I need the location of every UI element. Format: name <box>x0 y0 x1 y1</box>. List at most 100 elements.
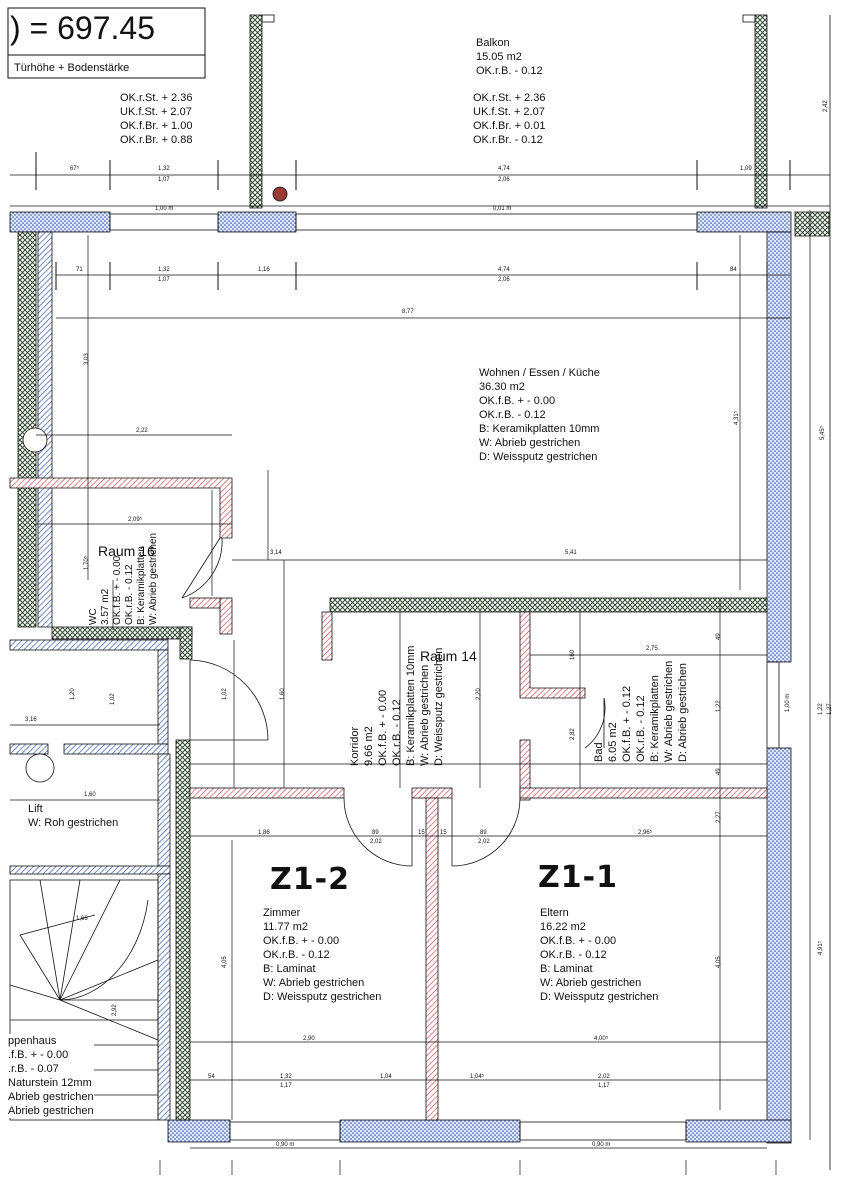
raum16-label: Raum 16 <box>98 543 155 559</box>
dimension-label: 1,04⁵ <box>470 1074 485 1080</box>
room-ceiling-finish: D: Weissputz gestrichen <box>433 647 445 766</box>
dimension-label: 4,31⁵ <box>734 410 740 425</box>
dimension-label: 3,14 <box>270 550 282 556</box>
dimension-label: 2,75 <box>646 646 658 652</box>
dimension-label: 2,22 <box>136 428 148 434</box>
room-ceiling-finish: Abrieb gestrichen <box>8 1105 94 1117</box>
room-bad-label: Bad 6.05 m2 OK.f.B. + - 0.12 OK.r.B. - 0… <box>592 661 690 762</box>
dimension-label: 0,90 m <box>592 1142 611 1148</box>
dimension-label: 2,06 <box>498 277 510 283</box>
room-wall-finish: W: Roh gestrichen <box>28 817 119 829</box>
room-area: 36.30 m2 <box>479 381 525 393</box>
room-name: Wohnen / Essen / Küche <box>479 367 600 379</box>
dimension-label: 1,07 <box>158 177 170 183</box>
room-floor-finish: B: Keramikplatten 10mm <box>405 645 417 766</box>
dimension-label: 4,74 <box>498 267 510 273</box>
room-lift-label: Lift W: Roh gestrichen <box>28 802 118 830</box>
dimension-label: 67⁵ <box>70 166 80 172</box>
dimension-label: 1,22 <box>818 703 824 715</box>
room-floor-finish: B: Keramikplatten 10mm <box>479 423 600 435</box>
dimension-label: 2,09⁵ <box>128 517 143 523</box>
dimension-label: 160 <box>570 649 576 660</box>
dimension-label: 1,70⁵ <box>84 555 90 570</box>
room-wc-label: WC 3.57 m2 OK.f.B. + - 0.00 OK.r.B. - 0.… <box>88 533 160 625</box>
dimension-label: 5,41 <box>565 550 577 556</box>
dimension-label: 2,82 <box>570 728 576 740</box>
room-wall-finish: W: Abrieb gestrichen <box>663 660 675 762</box>
dimension-label: 4,05 <box>222 956 228 968</box>
level-note: UK.f.St. + 2.07 <box>120 106 192 118</box>
room-area: 16.22 m2 <box>540 921 586 933</box>
room-floor-level: OK.f.B. + - 0.00 <box>263 935 340 947</box>
balkon-area: 15.05 m2 <box>476 51 522 63</box>
dimension-label: 49 <box>716 633 722 640</box>
dimension-label: 5,45⁵ <box>820 425 826 440</box>
dimension-label: 3,03 <box>84 353 90 365</box>
dimension-label: 2,96⁵ <box>638 830 653 836</box>
room-floor-finish: B: Keramikplatten <box>649 675 661 762</box>
dimension-label: 1,17 <box>280 1083 292 1089</box>
dimension-label: 1,22 <box>716 700 722 712</box>
room-ceiling-finish: D: Weissputz gestrichen <box>479 451 598 463</box>
room-name: ppenhaus <box>8 1035 57 1047</box>
handwritten-z11: Z1-1 <box>538 860 618 895</box>
room-wall-finish: W: Abrieb gestrichen <box>419 664 431 766</box>
level-note: UK.f.St. + 2.07 <box>473 106 545 118</box>
dimension-label: 15 <box>440 830 447 836</box>
dimension-label: 2,02 <box>598 1074 610 1080</box>
level-note: OK.r.St. + 2.36 <box>473 92 546 104</box>
room-area: 3.57 m2 <box>100 588 111 625</box>
room-floor-finish: B: Laminat <box>540 963 593 975</box>
room-floor-level: OK.f.B. + - 0.00 <box>540 935 617 947</box>
dimension-label: 2,92 <box>112 1004 118 1016</box>
balkon-level: OK.r.B. - 0.12 <box>476 65 543 77</box>
room-name: Zimmer <box>263 907 301 919</box>
room-ceiling-finish: D: Weissputz gestrichen <box>263 991 382 1003</box>
room-rough-level: OK.r.B. - 0.12 <box>635 695 647 762</box>
room-floor-level: OK.f.B. + - 0.12 <box>621 685 633 762</box>
room-area: 6.05 m2 <box>607 722 619 762</box>
balkon-name: Balkon <box>476 37 510 49</box>
dimension-label: 4,74 <box>498 166 510 172</box>
level-note: OK.f.Br. + 1.00 <box>120 120 193 132</box>
dimension-label: 1,16 <box>258 267 270 273</box>
room-rough-level: OK.r.B. - 0.12 <box>263 949 330 961</box>
dimension-label: 1,60 <box>280 688 286 700</box>
room-floor-level: OK.f.B. + - 0.00 <box>479 395 556 407</box>
balkon-levels: OK.r.St. + 2.36 UK.f.St. + 2.07 OK.f.Br.… <box>473 91 545 147</box>
dimension-label: 1,20 <box>70 688 76 700</box>
room-wall-finish: W: Abrieb gestrichen <box>540 977 642 989</box>
dimension-label: 0,01 m <box>493 206 512 212</box>
room-wall-finish: W: Abrieb gestrichen <box>479 437 581 449</box>
elevation-title: ) = 697.45 <box>10 10 155 46</box>
room-ceiling-finish: D: Abrieb gestrichen <box>677 662 689 762</box>
dimension-label: 2,42 <box>823 100 829 112</box>
raum14-label: Raum 14 <box>420 648 477 664</box>
room-floor-finish: Naturstein 12mm <box>8 1077 92 1089</box>
dimension-label: 89 <box>480 830 487 836</box>
dimension-label: 49 <box>716 768 722 775</box>
dimension-label: 1,09 <box>740 166 752 172</box>
dimension-label: 54 <box>208 1074 215 1080</box>
room-floor-level: .f.B. + - 0.00 <box>8 1049 69 1061</box>
dimension-label: 1,02 <box>222 688 228 700</box>
dimension-label: 1,32 <box>158 166 170 172</box>
dimension-label: 84 <box>730 267 737 273</box>
room-wall-finish: W: Abrieb gestrichen <box>263 977 365 989</box>
dimension-label: 2,20 <box>476 688 482 700</box>
dimension-label: 1,86 <box>258 830 270 836</box>
dimension-label: 4,91⁵ <box>818 940 824 955</box>
dimension-label: 89 <box>372 830 379 836</box>
dimension-label: 4,05 <box>716 956 722 968</box>
dimension-label: 8,77 <box>402 309 414 315</box>
room-rough-level: OK.r.B. - 0.12 <box>124 564 135 625</box>
level-note: OK.r.Br. + 0.88 <box>120 134 193 146</box>
dimension-label: 2,06 <box>498 177 510 183</box>
room-korridor-label: Korridor 9.66 m2 OK.f.B. + - 0.00 OK.r.B… <box>348 646 446 766</box>
dimension-label: 1,00 m <box>785 693 791 712</box>
dimension-label: 0,90 m <box>276 1142 295 1148</box>
room-rough-level: .r.B. - 0.07 <box>8 1063 59 1075</box>
balkon-label: Balkon 15.05 m2 OK.r.B. - 0.12 <box>476 36 543 78</box>
dimension-label: 3,16 <box>25 717 37 723</box>
